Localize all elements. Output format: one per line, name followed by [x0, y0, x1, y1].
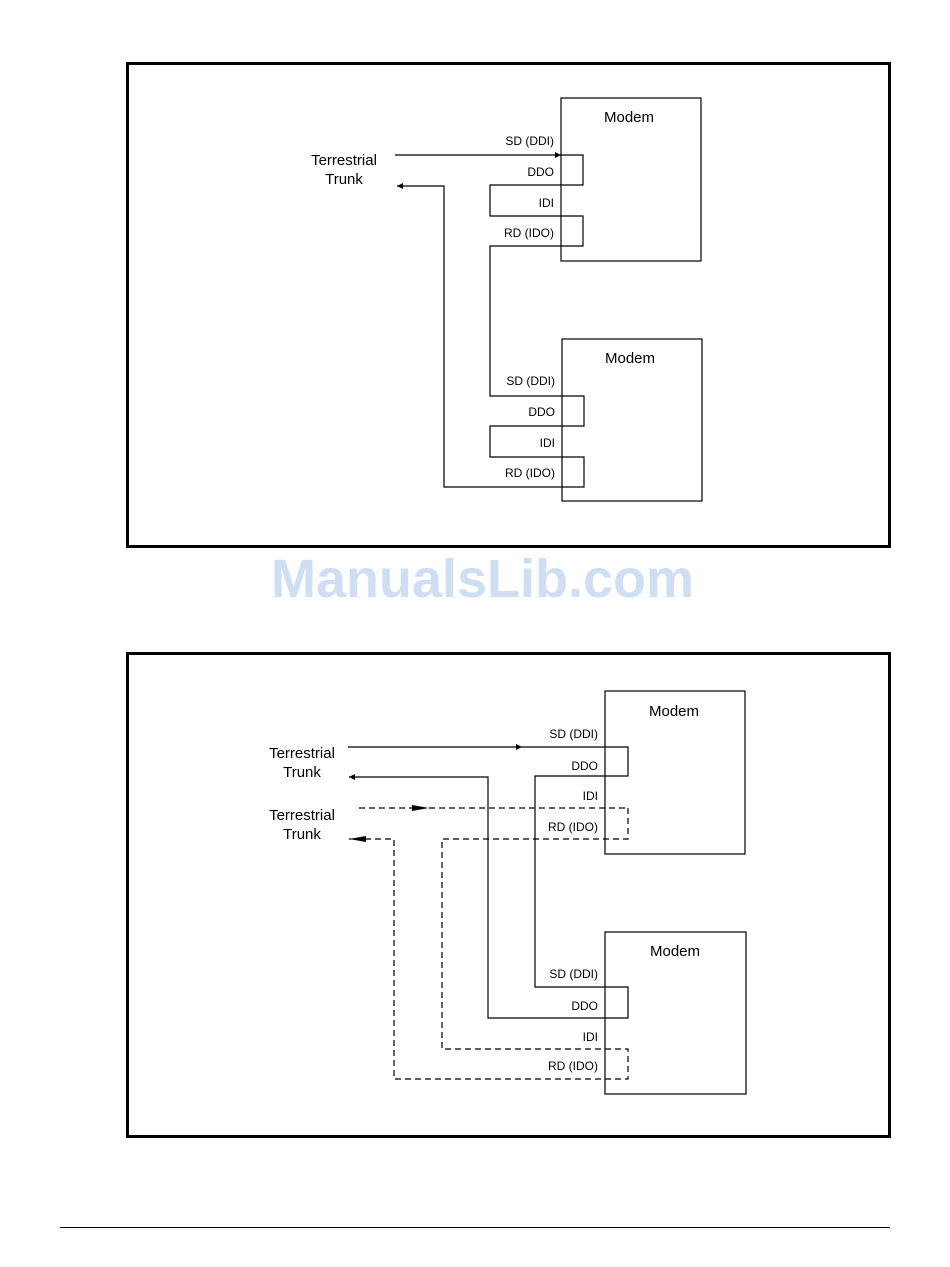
pin-label-rd: RD (IDO)	[505, 466, 555, 480]
figure-2-frame: Terrestrial Trunk Terrestrial Trunk Mode…	[126, 652, 891, 1138]
pin-label-idi: IDI	[583, 1030, 598, 1044]
trunk-a-receive-line	[349, 777, 628, 1018]
modem-title-upper: Modem	[649, 703, 699, 720]
figure-2-diagram: Terrestrial Trunk Terrestrial Trunk Mode…	[129, 655, 889, 1135]
pin-label-sd: SD (DDI)	[549, 727, 598, 741]
pin-label-sd: SD (DDI)	[505, 134, 554, 148]
pin-label-ddo: DDO	[527, 165, 554, 179]
trunk-label-line1: Terrestrial	[311, 152, 377, 169]
trunk-label-line2: Trunk	[325, 171, 363, 188]
trunk-b-receive-arrowhead	[349, 836, 366, 842]
upper-ddo-to-lower-sd-line	[535, 747, 628, 987]
trunk-b-send-arrowhead	[412, 805, 429, 811]
modem-title-lower: Modem	[605, 350, 655, 367]
footer-rule	[60, 1227, 890, 1228]
pin-label-rd: RD (IDO)	[548, 820, 598, 834]
pin-label-rd: RD (IDO)	[548, 1059, 598, 1073]
pin-label-rd: RD (IDO)	[504, 226, 554, 240]
pin-label-ddo: DDO	[571, 999, 598, 1013]
figure-1-frame: Terrestrial Trunk Modem SD (DDI) DDO IDI…	[126, 62, 891, 548]
watermark: ManualsLib.com	[0, 548, 950, 610]
pin-label-idi: IDI	[583, 789, 598, 803]
trunk-a-label-line2: Trunk	[283, 764, 321, 781]
modem-title-upper: Modem	[604, 109, 654, 126]
pin-label-sd: SD (DDI)	[549, 967, 598, 981]
trunk-b-label-line1: Terrestrial	[269, 807, 335, 824]
trunk-a-label-line1: Terrestrial	[269, 745, 335, 762]
modem-title-lower: Modem	[650, 943, 700, 960]
pin-label-idi: IDI	[539, 196, 554, 210]
pin-label-ddo: DDO	[571, 759, 598, 773]
pin-label-ddo: DDO	[528, 405, 555, 419]
trunk-b-label-line2: Trunk	[283, 826, 321, 843]
figure-1-diagram: Terrestrial Trunk Modem SD (DDI) DDO IDI…	[129, 65, 889, 545]
pin-label-sd: SD (DDI)	[506, 374, 555, 388]
pin-label-idi: IDI	[540, 436, 555, 450]
